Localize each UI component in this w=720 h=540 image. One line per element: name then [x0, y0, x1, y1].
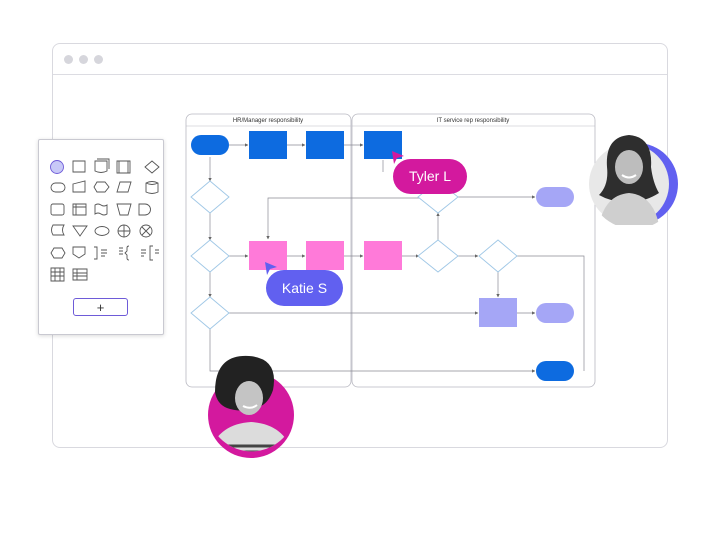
delay-shape-icon[interactable] — [138, 203, 151, 216]
manual-operation-shape-icon[interactable] — [116, 203, 132, 216]
process-shape-icon[interactable] — [50, 203, 65, 216]
add-shapes-button[interactable]: + — [73, 298, 128, 316]
katie-avatar — [207, 355, 295, 458]
card-shape-icon[interactable] — [72, 160, 86, 173]
parallelogram-shape-icon[interactable] — [116, 181, 132, 193]
connector[interactable] — [209, 329, 536, 373]
collaborator-label-tyler: Tyler L — [393, 159, 467, 194]
window-dot[interactable] — [94, 55, 103, 64]
process-box[interactable] — [306, 241, 344, 270]
decision-diamond[interactable] — [190, 180, 230, 214]
terminator[interactable] — [536, 187, 574, 207]
lane-title-it: IT service rep responsibility — [437, 118, 510, 124]
predefined-process-shape-icon[interactable] — [116, 160, 131, 174]
process-box[interactable] — [479, 298, 517, 327]
end-terminator[interactable] — [536, 361, 574, 381]
ellipse-shape-icon[interactable] — [94, 226, 110, 236]
swimlane-it[interactable] — [351, 113, 596, 388]
collaborator-label-katie: Katie S — [266, 270, 343, 306]
annotation-left-icon[interactable] — [141, 245, 159, 261]
multi-document-shape-icon[interactable] — [94, 158, 110, 173]
tape-shape-icon[interactable] — [94, 203, 108, 216]
decision-diamond[interactable] — [190, 296, 230, 330]
katie-cursor-icon — [265, 262, 277, 275]
summing-junction-shape-icon[interactable] — [139, 224, 153, 238]
process-box[interactable] — [306, 131, 344, 159]
annotation-right-icon[interactable] — [94, 246, 107, 260]
manual-input-shape-icon[interactable] — [72, 180, 86, 193]
table-rows-icon[interactable] — [72, 268, 88, 281]
start-terminator[interactable] — [191, 135, 229, 155]
decision-diamond[interactable] — [190, 239, 230, 273]
window-title-bar — [53, 44, 667, 75]
merge-shape-icon[interactable] — [72, 225, 88, 237]
lane-title-hr: HR/Manager responsibility — [233, 118, 303, 124]
brace-shape-icon[interactable] — [119, 245, 130, 261]
shape-library-panel: + — [38, 139, 164, 335]
process-box[interactable] — [249, 131, 287, 159]
diamond-shape-icon[interactable] — [144, 160, 160, 174]
table-grid-icon[interactable] — [50, 267, 65, 282]
stored-data-shape-icon[interactable] — [51, 224, 65, 236]
display-shape-icon[interactable] — [93, 181, 110, 193]
decision-diamond[interactable] — [417, 239, 459, 273]
tyler-cursor-icon — [392, 151, 404, 164]
window-dot[interactable] — [64, 55, 73, 64]
connector[interactable] — [266, 197, 438, 240]
circle-shape-icon[interactable] — [50, 160, 64, 174]
tyler-avatar — [589, 135, 678, 225]
internal-storage-shape-icon[interactable] — [72, 203, 87, 216]
terminator[interactable] — [536, 303, 574, 323]
database-shape-icon[interactable] — [145, 181, 159, 194]
off-page-connector-shape-icon[interactable] — [72, 246, 86, 259]
window-dot[interactable] — [79, 55, 88, 64]
decision-diamond[interactable] — [478, 239, 518, 273]
connector[interactable] — [517, 255, 585, 371]
terminator-shape-icon[interactable] — [50, 182, 66, 193]
process-box[interactable] — [364, 241, 402, 270]
preparation-shape-icon[interactable] — [50, 247, 66, 259]
